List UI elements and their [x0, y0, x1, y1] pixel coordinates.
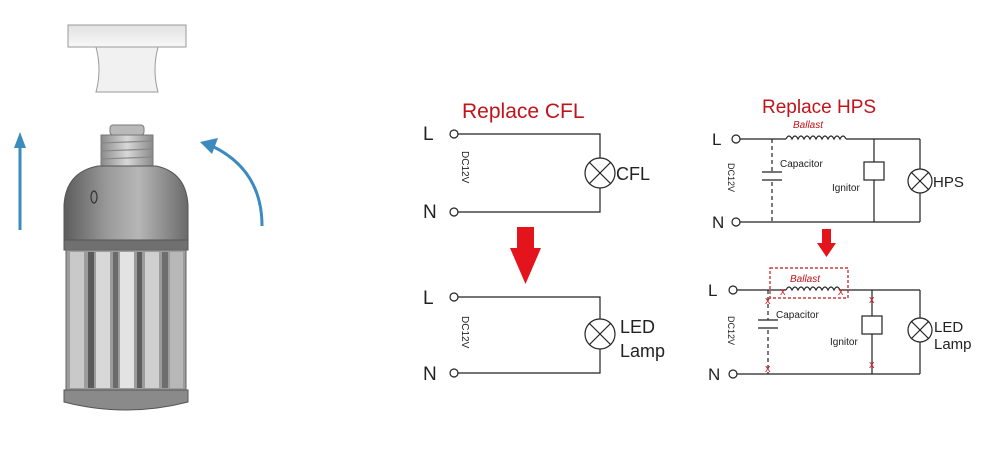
voltage-label: DC12V	[459, 316, 470, 349]
led-lamp-label: Lamp	[620, 341, 665, 361]
line-terminal-label: L	[712, 130, 721, 149]
cfl-circuit-top: L N CFL DC12V	[423, 124, 650, 223]
screw-base	[100, 124, 154, 168]
led-circuit-hps: L N Ballast Capacitor Ignitor	[708, 267, 972, 384]
neutral-terminal-label: N	[708, 365, 720, 384]
hps-lamp-label: HPS	[933, 174, 964, 191]
replace-arrow-icon	[817, 229, 836, 257]
led-lamp-label: Lamp	[934, 336, 972, 353]
lift-arrow-icon	[14, 132, 26, 230]
ignitor-icon	[861, 315, 883, 335]
ignitor-label: Ignitor	[832, 183, 860, 194]
ballast-coil-icon	[785, 286, 841, 292]
bypassed-ballast-box	[769, 267, 849, 299]
cfl-title: Replace CFL	[462, 100, 585, 123]
led-lamp-label: LED	[934, 319, 963, 336]
terminal-icon	[728, 369, 738, 379]
lamp-socket	[67, 24, 187, 93]
ignitor-icon	[863, 161, 885, 181]
cut-mark-icon: x	[838, 286, 844, 298]
bulb-housing	[63, 165, 189, 241]
neutral-terminal-label: N	[423, 364, 437, 385]
cut-mark-icon: x	[869, 294, 875, 306]
cfl-lamp-label: CFL	[616, 164, 650, 184]
terminal-icon	[449, 368, 459, 378]
neutral-terminal-label: N	[423, 202, 437, 223]
line-terminal-label: L	[423, 288, 434, 309]
voltage-label: DC12V	[726, 163, 736, 192]
cut-mark-icon: x	[765, 295, 771, 307]
terminal-icon	[728, 285, 738, 295]
rotate-arrow-icon	[200, 138, 264, 227]
terminal-icon	[449, 292, 459, 302]
cut-mark-icon: x	[780, 286, 786, 298]
voltage-label: DC12V	[459, 151, 470, 184]
lamp-symbol-icon	[907, 317, 933, 343]
hps-replacement-diagram: Replace HPS L N Ballast Capacitor Ignito	[708, 97, 972, 384]
terminal-icon	[449, 207, 459, 217]
led-circuit-cfl: L N LED Lamp DC12V	[423, 288, 665, 385]
hps-circuit-top: L N Ballast Capacitor Ignitor	[712, 120, 964, 232]
hps-title: Replace HPS	[762, 97, 876, 118]
replace-arrow-icon	[510, 227, 541, 284]
terminal-icon	[731, 217, 741, 227]
ballast-label: Ballast	[790, 274, 821, 285]
terminal-icon	[449, 129, 459, 139]
neutral-terminal-label: N	[712, 213, 724, 232]
terminal-icon	[731, 134, 741, 144]
lamp-symbol-icon	[584, 318, 616, 350]
line-terminal-label: L	[708, 281, 717, 300]
led-lamp-label: LED	[620, 317, 655, 337]
led-strips	[65, 249, 187, 391]
ignitor-label: Ignitor	[830, 337, 858, 348]
ballast-coil-icon	[785, 135, 847, 141]
ballast-label: Ballast	[793, 120, 824, 131]
voltage-label: DC12V	[726, 316, 736, 345]
lamp-symbol-icon	[907, 168, 933, 194]
bulb-bottom-cap	[63, 389, 189, 411]
capacitor-label: Capacitor	[780, 159, 823, 170]
capacitor-label: Capacitor	[776, 310, 819, 321]
cfl-replacement-diagram: Replace CFL L N CFL DC12V L N	[423, 100, 665, 385]
cut-marks: x x x x x x	[765, 286, 875, 375]
cut-mark-icon: x	[869, 359, 875, 371]
cut-mark-icon: x	[765, 363, 771, 375]
lamp-symbol-icon	[584, 157, 616, 189]
led-corn-bulb-install-icon	[14, 24, 264, 411]
line-terminal-label: L	[423, 124, 434, 145]
